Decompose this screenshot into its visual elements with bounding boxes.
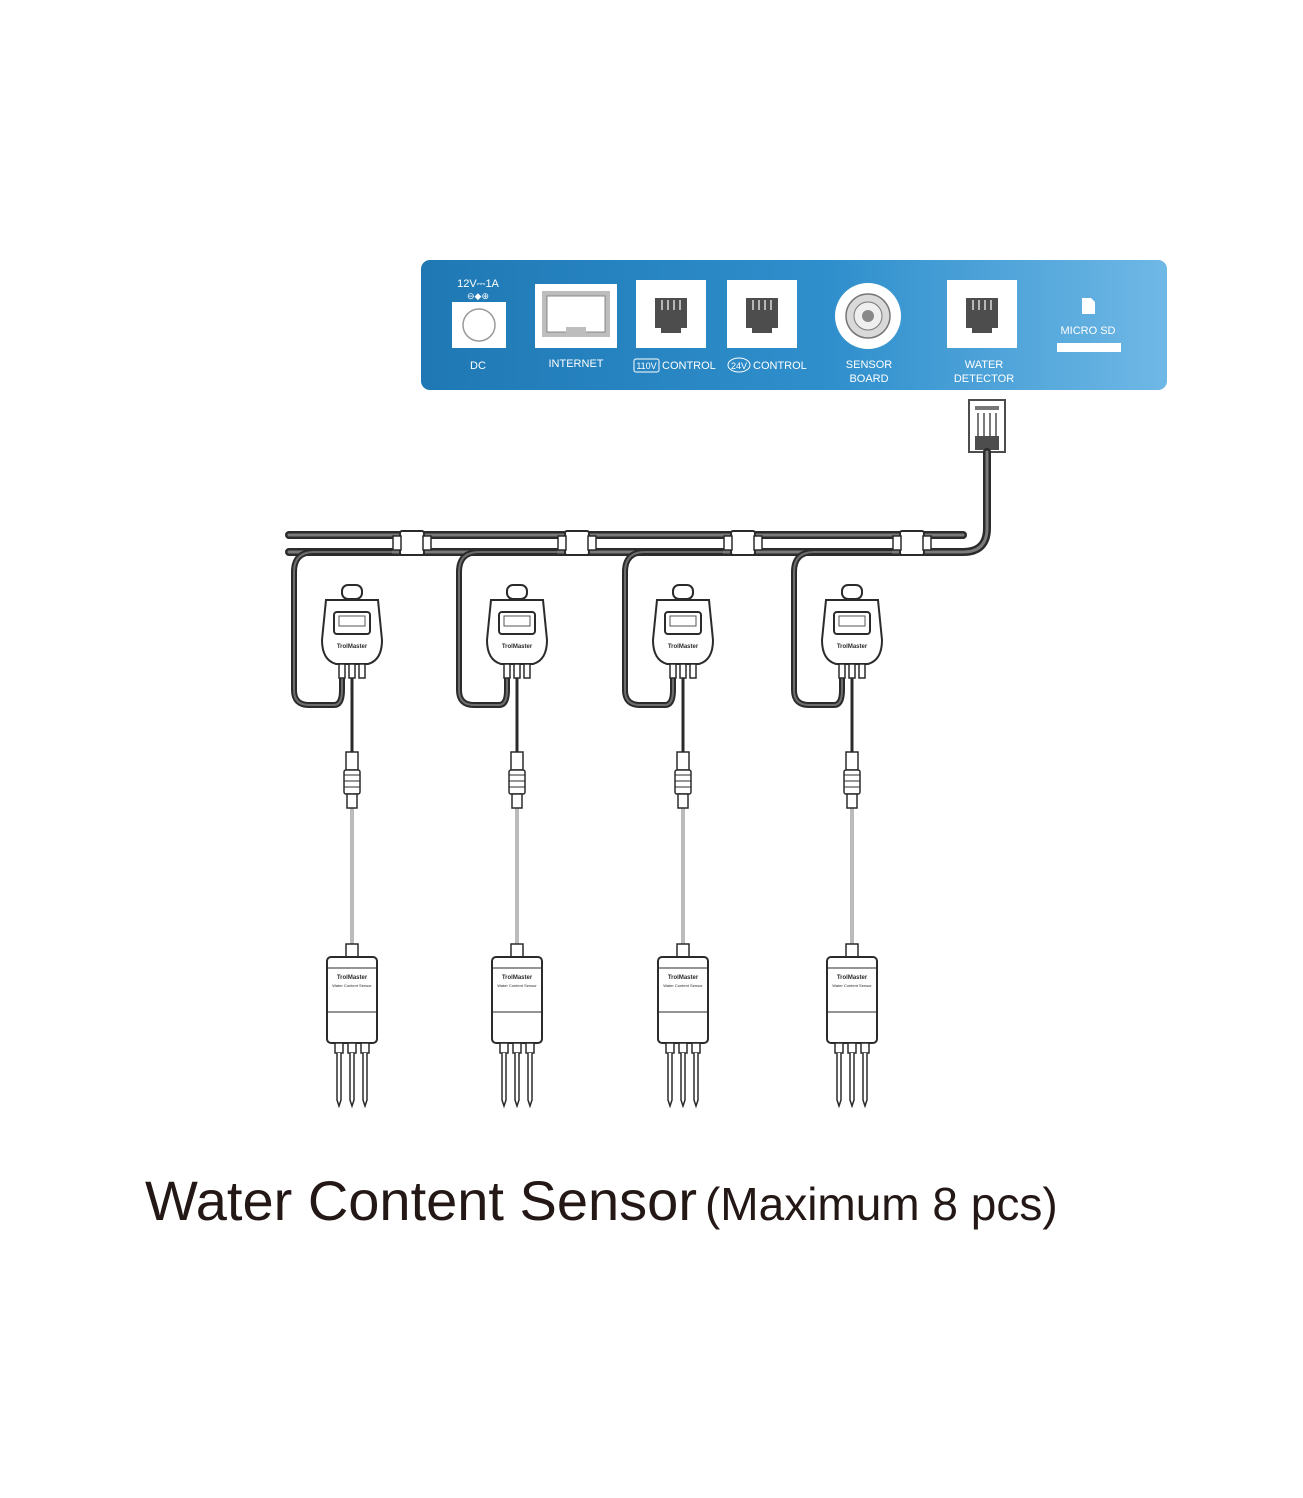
probe-subtitle: Water Content Sensor bbox=[497, 983, 537, 988]
probe-subtitle: Water Content Sensor bbox=[663, 983, 703, 988]
cable-splitter bbox=[723, 530, 763, 556]
control-24v-label: CONTROL bbox=[753, 360, 807, 372]
probe-subtitle: Water Content Sensor bbox=[832, 983, 872, 988]
probe-brand: TrolMaster bbox=[502, 975, 533, 981]
cable-splitter bbox=[392, 530, 432, 556]
cable-splitters bbox=[392, 530, 932, 556]
control-110v-badge: 110V bbox=[636, 361, 656, 371]
micro-sd-label: MICRO SD bbox=[1061, 325, 1116, 337]
hub-brand: TrolMaster bbox=[337, 644, 368, 650]
caption-main: Water Content Sensor bbox=[145, 1169, 697, 1232]
inline-connector bbox=[508, 751, 526, 809]
control-110v-port: 110V CONTROL bbox=[633, 280, 716, 373]
probe-brand: TrolMaster bbox=[337, 975, 368, 981]
water-detector-label-2: DETECTOR bbox=[954, 373, 1014, 385]
dc-jack-icon bbox=[462, 308, 496, 342]
dc-label: DC bbox=[470, 360, 486, 372]
sensor-board-port: SENSOR BOARD bbox=[835, 283, 901, 385]
rj-plug bbox=[968, 399, 1006, 453]
probe-subtitle: Water Content Sensor bbox=[332, 983, 372, 988]
cable-splitter bbox=[892, 530, 932, 556]
dc-rating: 12V⎓1A bbox=[457, 278, 499, 290]
control-110v-label: CONTROL bbox=[662, 360, 716, 372]
probe-brand: TrolMaster bbox=[837, 975, 868, 981]
dc-port: 12V⎓1A ⊖◆⊕ DC bbox=[452, 278, 506, 372]
sensor-board-label-2: BOARD bbox=[849, 373, 888, 385]
micro-sd-slot: MICRO SD bbox=[1057, 298, 1121, 352]
hub-brand: TrolMaster bbox=[668, 644, 699, 650]
hub-brand: TrolMaster bbox=[502, 644, 533, 650]
inline-connector bbox=[843, 751, 861, 809]
diagram-caption: Water Content Sensor(Maximum 8 pcs) bbox=[145, 1168, 1058, 1233]
internet-label: INTERNET bbox=[549, 358, 604, 370]
sensor-hub: TrolMaster bbox=[820, 584, 884, 679]
sensor-board-label-1: SENSOR bbox=[846, 359, 893, 371]
water-detector-port: WATER DETECTOR bbox=[947, 280, 1017, 385]
sd-card-icon bbox=[1082, 298, 1095, 314]
control-24v-badge: 24V bbox=[731, 361, 747, 371]
sensor-hub: TrolMaster bbox=[651, 584, 715, 679]
sensor-hub: TrolMaster bbox=[320, 584, 384, 679]
water-detector-label-1: WATER bbox=[965, 359, 1004, 371]
controller-panel: 12V⎓1A ⊖◆⊕ DC INTERNET 110V CONTROL bbox=[421, 260, 1167, 390]
internet-port: INTERNET bbox=[535, 284, 617, 370]
dc-polarity: ⊖◆⊕ bbox=[467, 291, 489, 301]
cable-splitter bbox=[557, 530, 597, 556]
inline-connector bbox=[343, 751, 361, 809]
sensor-hub: TrolMaster bbox=[485, 584, 549, 679]
hub-brand: TrolMaster bbox=[837, 644, 868, 650]
control-24v-port: 24V CONTROL bbox=[727, 280, 807, 373]
caption-sub: (Maximum 8 pcs) bbox=[704, 1178, 1058, 1230]
probe-brand: TrolMaster bbox=[668, 975, 699, 981]
inline-connector bbox=[674, 751, 692, 809]
